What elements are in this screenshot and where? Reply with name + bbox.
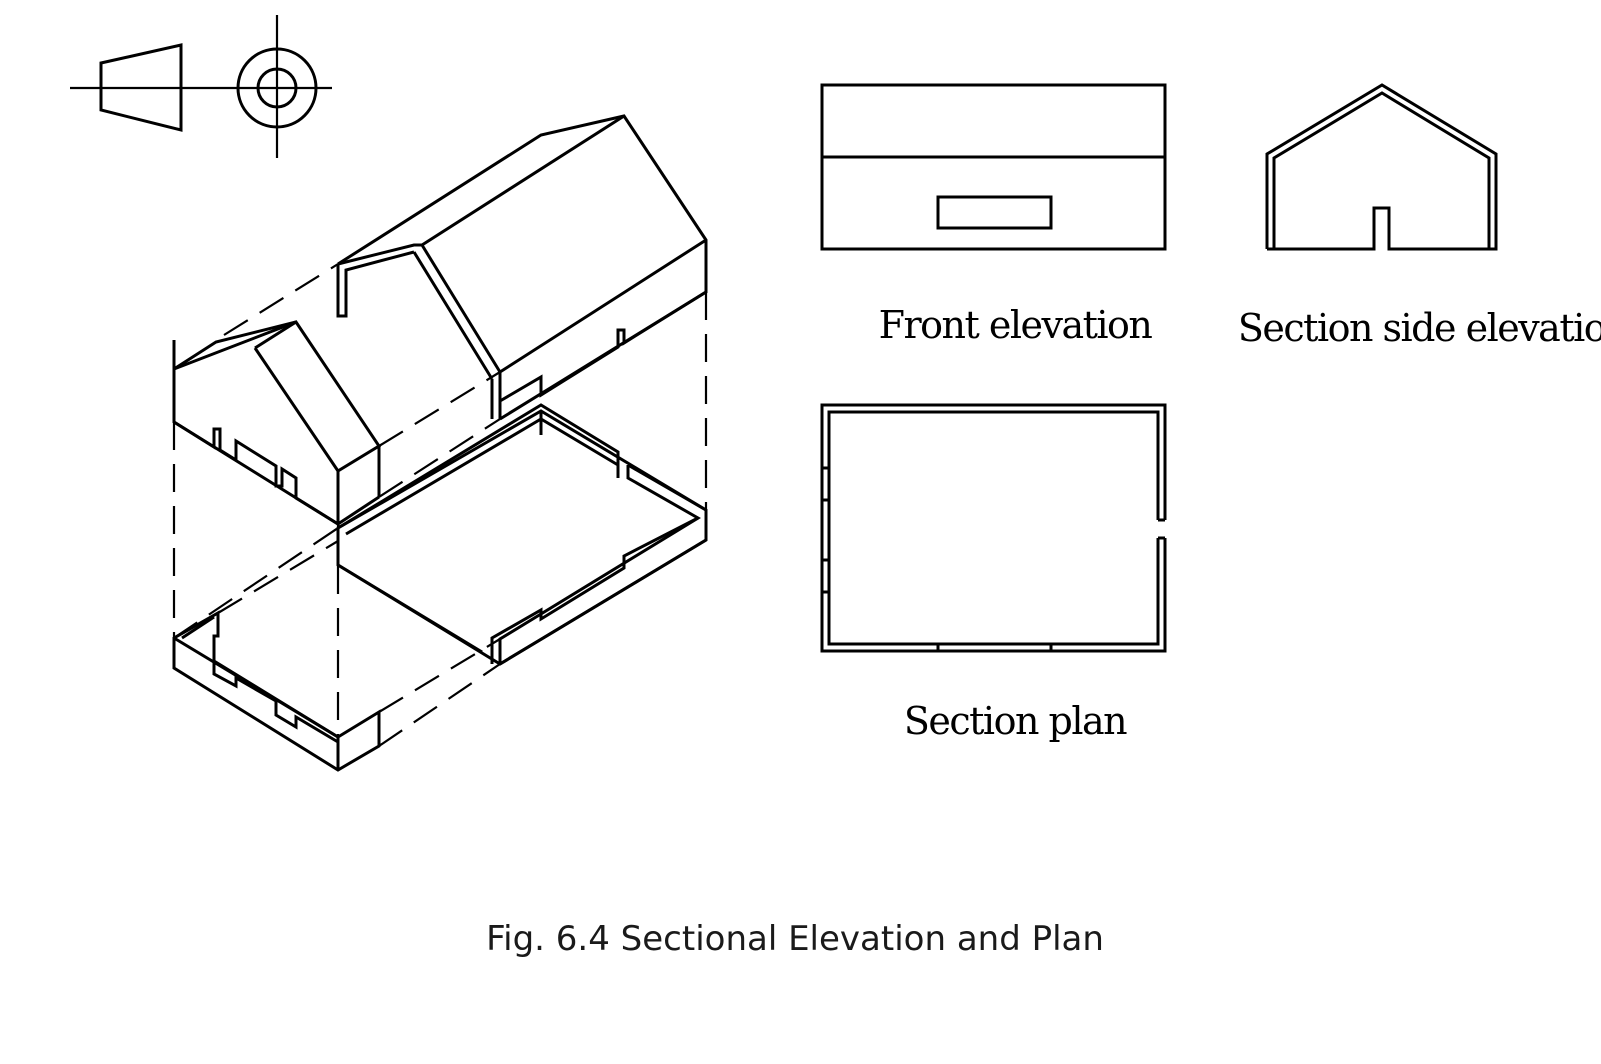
lower-base-piece [172,610,381,772]
upper-building-piece [336,114,708,421]
front-elevation-label: Front elevation [879,303,1153,347]
isometric-exploded-view [172,114,708,772]
front-gable-piece [172,320,382,527]
section-side-elevation-label: Section side elevation [1238,306,1601,350]
exploded-alignment-lines [172,263,708,747]
truncated-cone-side-view [99,43,183,132]
section-plan-view [820,403,1167,653]
upper-floor-slab [336,403,708,666]
front-elevation-view [820,83,1167,251]
section-side-elevation-view [1265,83,1498,251]
projection-symbol [70,15,332,158]
figure-caption: Fig. 6.4 Sectional Elevation and Plan [486,919,1104,959]
section-plan-label: Section plan [904,699,1127,743]
